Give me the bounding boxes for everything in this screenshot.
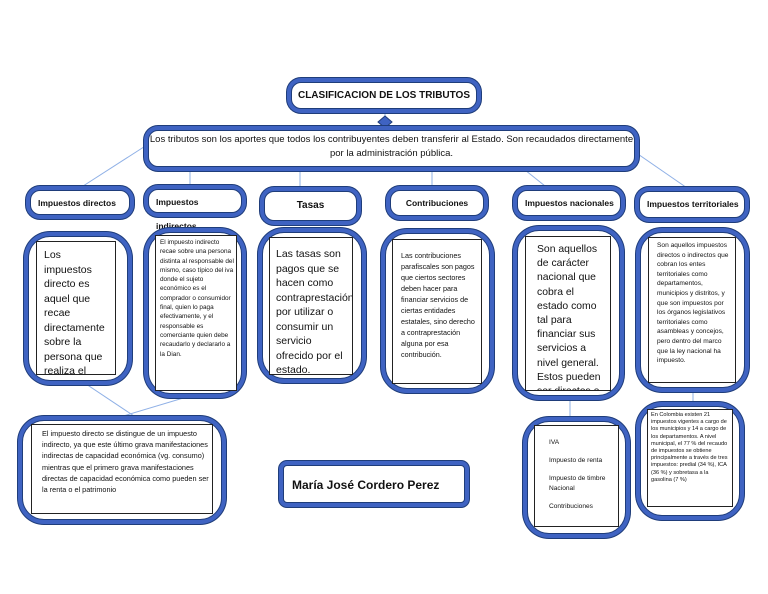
territorial-note-panel: En Colombia existen 21 impuestos vigente… [647,409,733,507]
national-taxes-list: IVA Impuesto de renta Impuesto de timbre… [535,426,618,512]
connector-line [79,379,141,421]
list-item: Contribuciones [549,503,593,510]
connector-line [109,395,191,421]
header-impuestos-indirectos: Impuestos indirectos [148,189,242,231]
comparison-panel: El impuesto directo se distingue de un i… [31,424,213,514]
author-name: María José Cordero Perez [292,478,440,492]
body-text: Son aquellos de carácter nacional que co… [537,244,601,390]
header-label: Impuestos nacionales [525,198,614,208]
body-panel: Son aquellos impuestos directos o indire… [648,237,736,383]
body-panel: El impuesto indirecto recae sobre una pe… [155,235,237,391]
body-text: El impuesto indirecto recae sobre una pe… [160,239,234,358]
territorial-note-box: En Colombia existen 21 impuestos vigente… [640,406,740,516]
list-item: Impuesto de renta [549,457,603,464]
comparison-box: El impuesto directo se distingue de un i… [22,420,222,520]
connector-line [634,151,691,191]
list-item: IVA [549,439,560,446]
body-impuestos-nacionales: Son aquellos de carácter nacional que co… [517,230,620,396]
header-label: Impuestos directos [38,198,116,208]
body-text: Las tasas son pagos que se hacen como co… [276,248,353,375]
header-impuestos-directos: Impuestos directos [30,190,130,215]
body-impuestos-territoriales: Son aquellos impuestos directos o indire… [640,232,745,388]
national-taxes-panel: IVA Impuesto de renta Impuesto de timbre… [534,425,619,527]
body-tasas: Las tasas son pagos que se hacen como co… [262,232,362,379]
territorial-note-text: En Colombia existen 21 impuestos vigente… [651,412,728,483]
body-contribuciones: Las contribuciones parafiscales son pago… [385,233,490,389]
diagram-title: CLASIFICACION DE LOS TRIBUTOS [297,90,471,101]
body-text: Los impuestos directo es aquel que recae… [44,249,105,375]
comparison-text: El impuesto directo se distingue de un i… [42,429,209,495]
body-impuestos-indirectos: El impuesto indirecto recae sobre una pe… [148,232,242,394]
header-impuestos-nacionales: Impuestos nacionales [517,190,621,216]
author-box: María José Cordero Perez [283,465,465,503]
body-panel: Las tasas son pagos que se hacen como co… [269,237,353,375]
header-label: Impuestos territoriales [647,199,739,209]
definition-box: Los tributos son los aportes que todos l… [148,130,635,167]
title-box: CLASIFICACION DE LOS TRIBUTOS [291,82,477,109]
header-label: Contribuciones [405,198,469,208]
body-impuestos-directos: Los impuestos directo es aquel que recae… [28,236,128,381]
diamond-connector-icon [377,115,393,129]
header-impuestos-territoriales: Impuestos territoriales [639,191,745,218]
national-taxes-box: IVA Impuesto de renta Impuesto de timbre… [527,421,626,534]
header-label: Tasas [296,200,325,211]
definition-text: Los tributos son los aportes que todos l… [149,134,634,159]
body-panel: Son aquellos de carácter nacional que co… [525,236,611,391]
header-contribuciones: Contribuciones [390,190,484,216]
body-text: Son aquellos impuestos directos o indire… [657,242,729,365]
header-label: Impuestos indirectos [156,197,199,231]
header-tasas: Tasas [264,191,357,221]
body-text: Las contribuciones parafiscales son pago… [401,251,475,359]
list-item: Impuesto de timbre Nacional [549,475,606,492]
body-panel: Los impuestos directo es aquel que recae… [36,241,116,375]
body-panel: Las contribuciones parafiscales son pago… [392,239,482,384]
connector-line [519,165,551,191]
connector-line [79,142,151,189]
